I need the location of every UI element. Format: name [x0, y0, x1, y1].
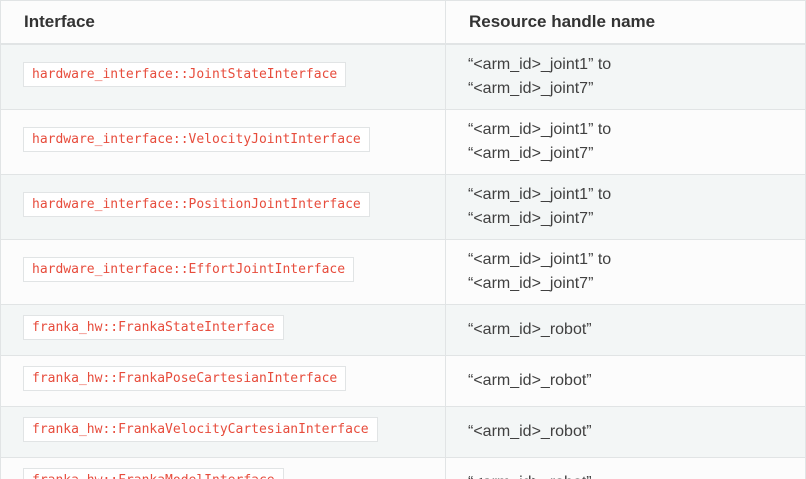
interface-cell: franka_hw::FrankaStateInterface	[0, 304, 446, 356]
interface-code-literal: hardware_interface::VelocityJointInterfa…	[23, 127, 370, 152]
interface-cell: franka_hw::FrankaModelInterface	[0, 457, 446, 479]
resource-handle-cell: “<arm_id>_joint1” to “<arm_id>_joint7”	[445, 109, 806, 175]
table-row: hardware_interface::PositionJointInterfa…	[0, 174, 806, 240]
interface-code-literal: hardware_interface::PositionJointInterfa…	[23, 192, 370, 217]
interface-code-literal: franka_hw::FrankaModelInterface	[23, 468, 284, 479]
resource-handle-cell: “<arm_id>_robot”	[445, 457, 806, 479]
interface-cell: hardware_interface::JointStateInterface	[0, 43, 446, 110]
table-row: franka_hw::FrankaPoseCartesianInterface …	[0, 355, 806, 407]
resource-handle-cell: “<arm_id>_joint1” to “<arm_id>_joint7”	[445, 239, 806, 305]
table-row: hardware_interface::JointStateInterface …	[0, 43, 806, 110]
table-row: franka_hw::FrankaVelocityCartesianInterf…	[0, 406, 806, 458]
table-row: hardware_interface::VelocityJointInterfa…	[0, 109, 806, 175]
interface-code-literal: hardware_interface::EffortJointInterface	[23, 257, 355, 282]
column-header-interface: Interface	[0, 0, 446, 45]
interface-cell: franka_hw::FrankaVelocityCartesianInterf…	[0, 406, 446, 458]
table-row: franka_hw::FrankaModelInterface “<arm_id…	[0, 457, 806, 479]
interface-cell: hardware_interface::VelocityJointInterfa…	[0, 109, 446, 175]
resource-handle-cell: “<arm_id>_robot”	[445, 304, 806, 356]
resource-handle-cell: “<arm_id>_joint1” to “<arm_id>_joint7”	[445, 43, 806, 110]
header-row: Interface Resource handle name	[0, 0, 806, 45]
interface-code-literal: franka_hw::FrankaStateInterface	[23, 315, 284, 340]
table-header: Interface Resource handle name	[0, 0, 806, 45]
interface-cell: hardware_interface::EffortJointInterface	[0, 239, 446, 305]
column-header-resource: Resource handle name	[445, 0, 806, 45]
table-row: hardware_interface::EffortJointInterface…	[0, 239, 806, 305]
interface-code-literal: hardware_interface::JointStateInterface	[23, 62, 347, 87]
table-body: hardware_interface::JointStateInterface …	[0, 43, 806, 479]
resource-handle-cell: “<arm_id>_joint1” to “<arm_id>_joint7”	[445, 174, 806, 240]
resource-handle-cell: “<arm_id>_robot”	[445, 355, 806, 407]
interface-code-literal: franka_hw::FrankaVelocityCartesianInterf…	[23, 417, 378, 442]
interface-cell: franka_hw::FrankaPoseCartesianInterface	[0, 355, 446, 407]
interface-code-literal: franka_hw::FrankaPoseCartesianInterface	[23, 366, 347, 391]
resource-handle-cell: “<arm_id>_robot”	[445, 406, 806, 458]
interface-cell: hardware_interface::PositionJointInterfa…	[0, 174, 446, 240]
table-row: franka_hw::FrankaStateInterface “<arm_id…	[0, 304, 806, 356]
